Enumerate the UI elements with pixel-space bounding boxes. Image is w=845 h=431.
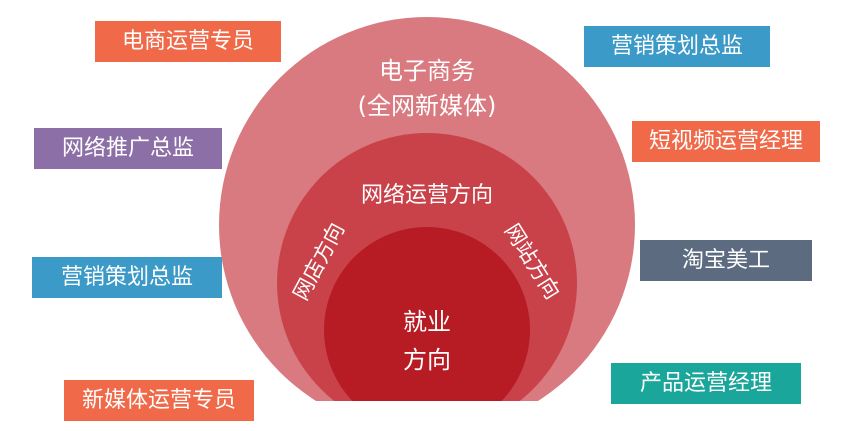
role-label-marketing-director-left: 营销策划总监 [32,257,222,298]
outer-circle-subtitle: (全网新媒体) [357,92,497,120]
role-label-taobao-designer: 淘宝美工 [640,240,812,281]
inner-circle-line2: 方向 [403,346,451,374]
role-label-short-video-manager: 短视频运营经理 [632,121,820,162]
inner-circle-line1: 就业 [403,308,451,336]
role-label-ecommerce-operator: 电商运营专员 [95,21,281,62]
outer-circle-title: 电子商务 [379,57,475,85]
role-label-new-media-operator: 新媒体运营专员 [64,380,254,421]
role-label-product-operations-manager: 产品运营经理 [611,363,801,404]
inner-circle [324,227,530,401]
middle-circle-title: 网络运营方向 [360,183,493,208]
role-label-marketing-director-right: 营销策划总监 [584,26,770,67]
role-label-network-promotion-director: 网络推广总监 [34,128,222,169]
